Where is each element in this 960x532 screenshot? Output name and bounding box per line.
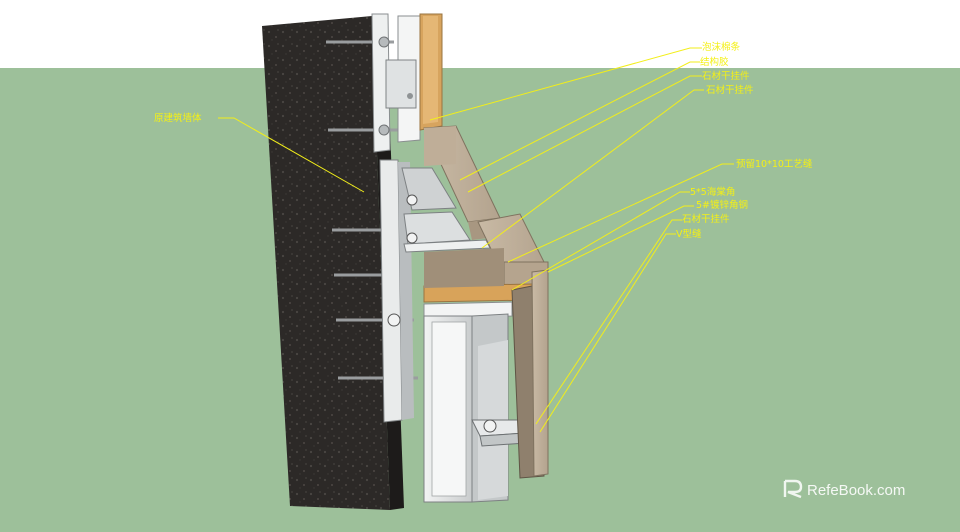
label-foam-strip: 泡沫棉条 [702,41,741,53]
front-stone-panel [511,269,549,479]
wood-strip [423,248,533,303]
watermark-brand: RefeBook.com [807,482,905,499]
leader-lines [218,47,734,433]
relebook-logo-icon [783,479,803,499]
top-stone-slab [419,13,443,131]
label-stone-hanger-1: 石材干挂件 [702,70,750,82]
angle-brackets [387,167,491,327]
steel-h-column [423,301,513,503]
label-stone-hanger-3: 石材干挂件 [682,213,730,225]
watermark: RefeBook.com [783,479,905,499]
label-reserved-gap: 预留10*10工艺缝 [736,158,813,170]
sky-background [0,0,960,68]
top-mounting-plate [371,13,421,153]
lower-mounting-plate [379,159,414,423]
label-stone-hanger-2: 石材干挂件 [706,84,754,96]
label-original-wall: 原建筑墙体 [154,112,202,124]
annotation-labels: 原建筑墙体 泡沫棉条 结构胶 石材干挂件 石材干挂件 预留10*10工艺缝 5*… [154,41,813,240]
label-structural-glue: 结构胶 [700,56,729,68]
label-angle-5x5: 5*5海棠角 [690,186,735,198]
label-v-groove: V型缝 [676,228,702,240]
label-galvanized-angle: 5#镀锌角钢 [696,199,748,211]
